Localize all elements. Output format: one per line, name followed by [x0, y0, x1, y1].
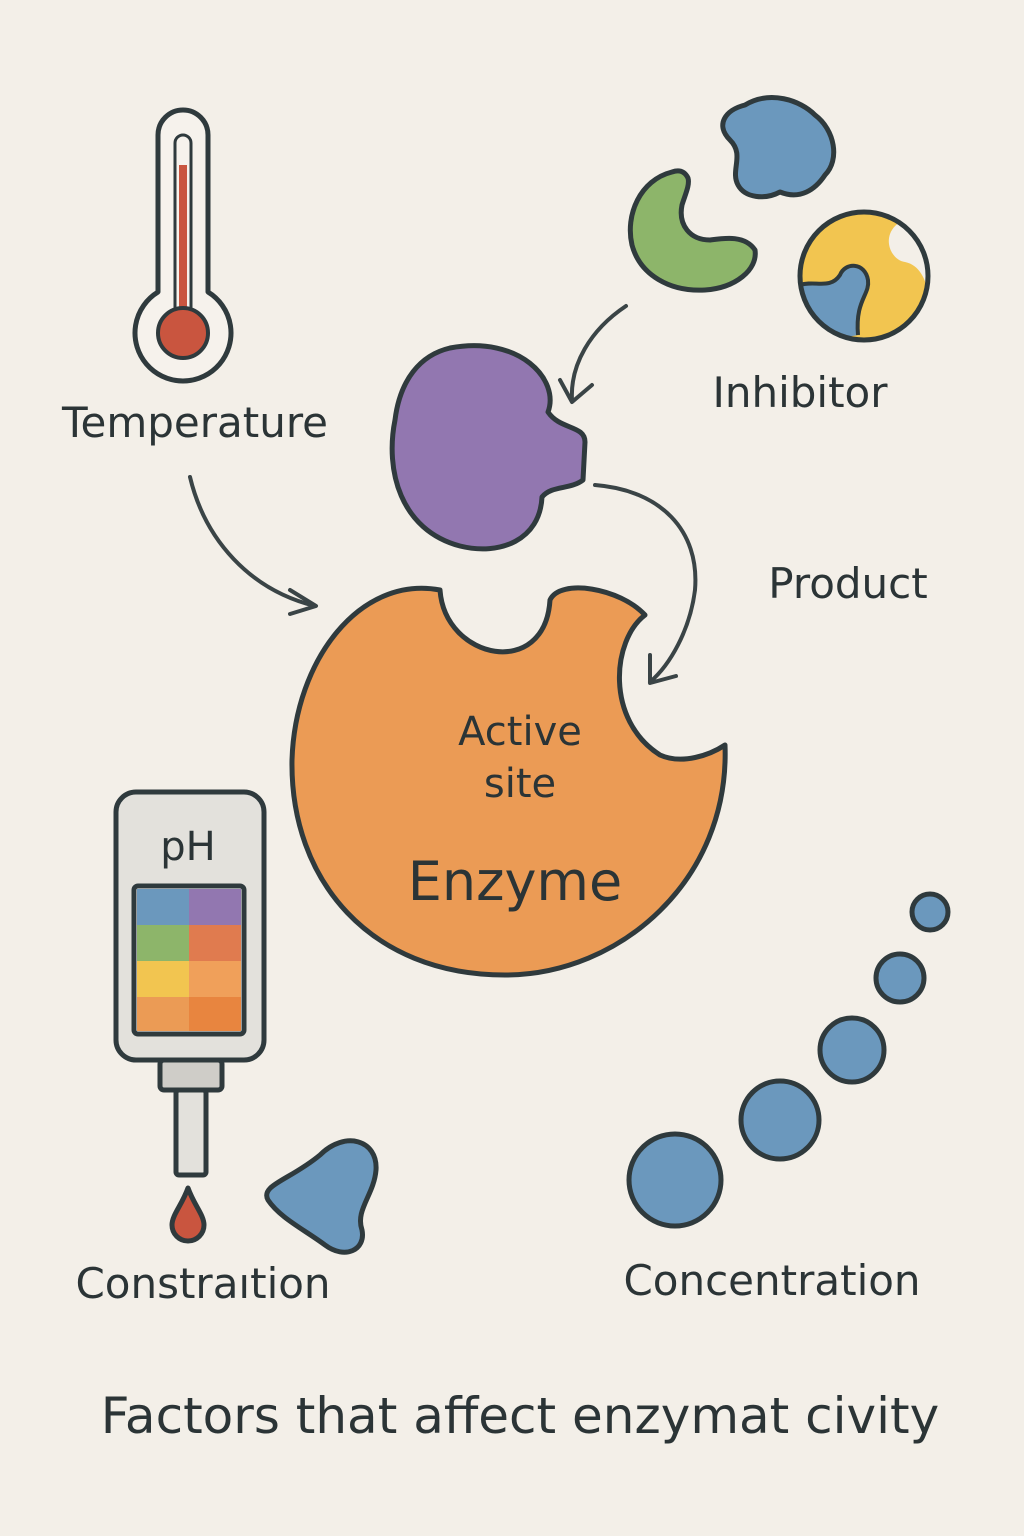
active-site-label-line2: site: [484, 761, 556, 807]
inhibitor-blob-icon: [720, 95, 837, 200]
substrate-shape: [389, 343, 588, 552]
substrate-blob-icon: [264, 1138, 379, 1255]
ph-meter-icon: [113, 789, 267, 1244]
constraition-label: Constraıtion: [75, 1259, 330, 1308]
active-site-label-line1: Active: [458, 709, 582, 755]
diagram-title: Factors that affect enzymat civity: [101, 1387, 939, 1445]
concentration-label: Concentration: [623, 1256, 920, 1305]
inhibitor-crescent-icon: [627, 168, 758, 293]
ph-label: pH: [160, 824, 215, 870]
product-label: Product: [768, 559, 927, 608]
inhibitor-label: Inhibitor: [712, 368, 888, 417]
thermometer-icon: [132, 107, 234, 384]
arrow-inhibitor-to-substrate: [558, 304, 628, 404]
arrow-product-to-enzyme: [593, 483, 698, 685]
inhibitor-circle-icon: [797, 209, 931, 343]
arrow-temperature-to-enzyme: [188, 475, 318, 616]
concentration-circles-icon: [626, 891, 951, 1229]
temperature-label: Temperature: [61, 398, 328, 447]
enzyme-label: Enzyme: [408, 850, 622, 913]
enzyme-shape: [289, 585, 728, 978]
